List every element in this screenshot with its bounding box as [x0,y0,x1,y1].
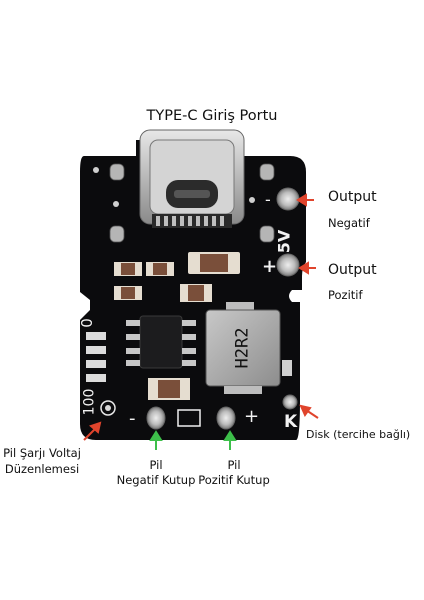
pil-negative-line1: Pil [149,458,163,472]
arrow-output-positive [298,261,316,275]
arrow-disk [299,404,319,419]
pil-positive-line1: Pil [227,458,241,472]
silk-zero: 0 [77,318,96,328]
pil-positive-line2: Pozitif Kutup [198,473,270,487]
arrow-pil-negative [149,430,163,450]
silk-k: K [284,412,298,432]
output-positive-title: Output [328,262,377,278]
output-negative-sub: Negatif [328,216,370,230]
output-negative-title: Output [328,189,377,205]
arrow-pil-positive [223,430,237,450]
arrow-output-negative [296,193,314,207]
silk-inductor: H2R2 [232,327,253,369]
pil-voltage-line2: Düzenlemesi [4,462,80,476]
output-positive-sub: Pozitif [328,288,363,302]
silk-plus-top: + [262,256,278,277]
ic-chip [126,315,196,369]
usb-c-connector [139,129,245,228]
passive-components [114,252,240,400]
silk-100: 100 [81,388,98,416]
pil-negative-line2: Negatif Kutup [116,473,196,487]
silk-minus-top: - [265,190,271,209]
output-positive-pad [276,253,300,277]
pil-negative-pad [146,406,166,430]
silk-minus-bottom: - [129,408,136,429]
pil-voltage-line1: Pil Şarjı Voltaj [3,446,81,460]
silk-plus-bottom: + [244,406,260,427]
disk-pad [282,394,298,410]
disk-label: Disk (tercihe bağlı) [306,428,411,441]
page-title: TYPE-C Giriş Portu [146,108,278,124]
output-negative-pad [276,187,300,211]
pil-positive-pad [216,406,236,430]
silk-5v: 5V [274,229,294,254]
arrow-voltage [83,421,102,441]
inductor-h2r2 [205,302,281,394]
